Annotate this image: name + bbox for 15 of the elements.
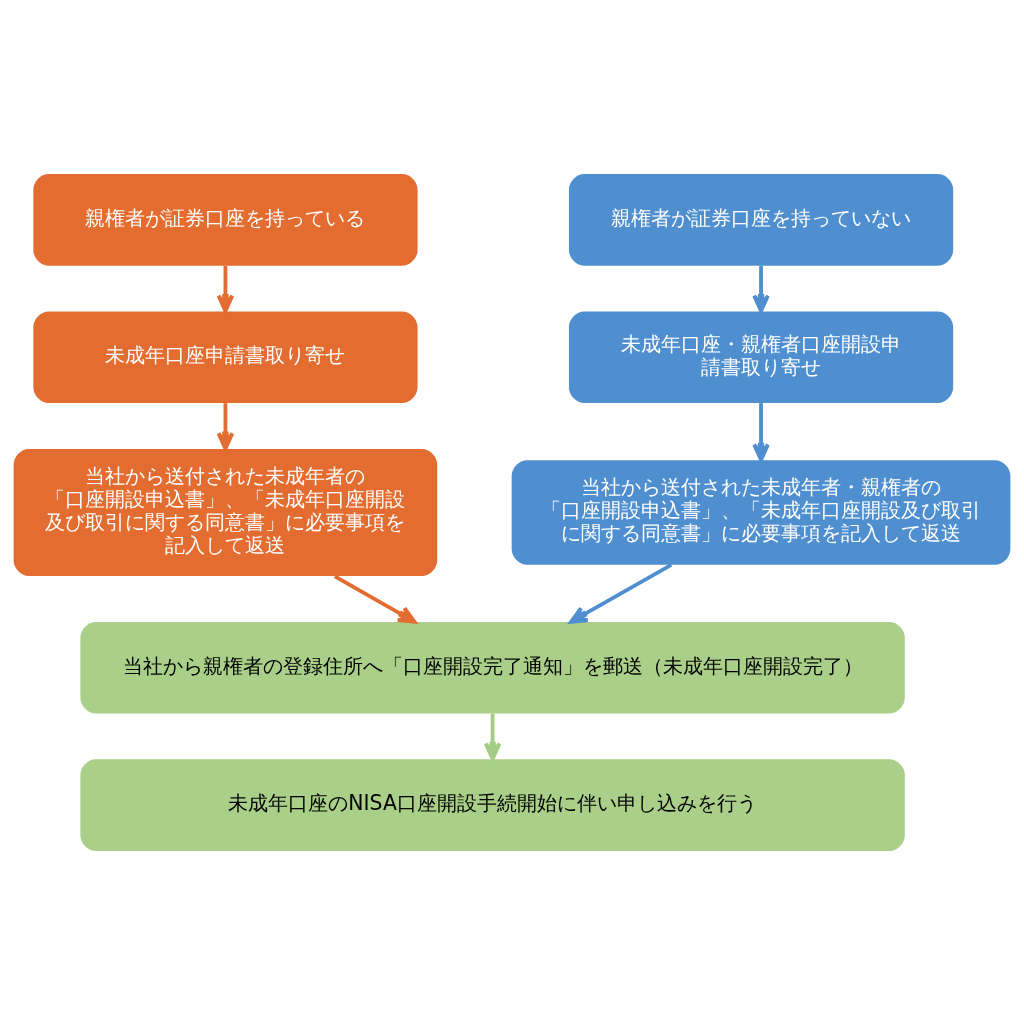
arrow xyxy=(216,402,235,451)
node-box: 未成年口座のNISA口座開設手続開始に伴い申し込みを行う xyxy=(80,758,905,851)
node-box: 未成年口座申請書取り寄せ xyxy=(33,311,418,403)
node-box: 親権者が証券口座を持っている xyxy=(33,173,418,266)
arrow xyxy=(752,402,770,462)
arrow xyxy=(333,574,417,624)
arrow xyxy=(752,265,770,313)
node-box: 当社から親権者の登録住所へ「口座開設完了通知」を郵送（未成年口座開設完了） xyxy=(80,621,905,713)
arrow xyxy=(569,562,673,624)
node-box: 未成年口座・親権者口座開設申請書取り寄せ xyxy=(568,311,954,403)
node-box: 当社から送付された未成年者の「口座開設申込書」、「未成年口座開設及び取引に関する同意書」に必要事項を記入して返送 xyxy=(13,448,438,576)
arrow xyxy=(216,265,235,313)
node-box: 当社から送付された未成年者・親権者の「口座開設申込書」、「未成年口座開設及び取引に関する同意書」に必要事項を記入して返送 xyxy=(511,459,1011,565)
node-box: 親権者が証券口座を持っていない xyxy=(568,173,954,266)
arrow xyxy=(483,713,502,761)
